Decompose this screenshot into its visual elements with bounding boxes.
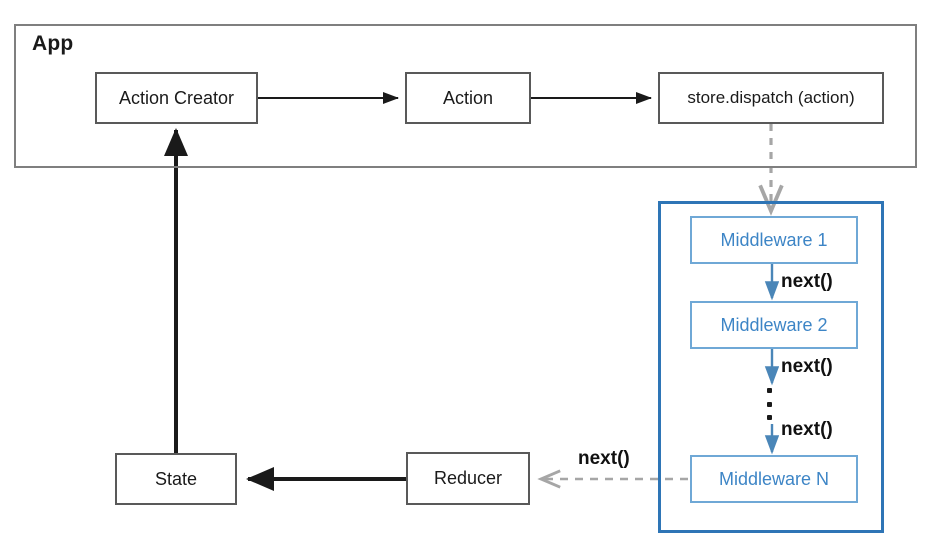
node-middleware-1[interactable]: Middleware 1 <box>690 216 858 264</box>
node-state[interactable]: State <box>115 453 237 505</box>
app-container <box>14 24 917 168</box>
edge-label-next-2: next() <box>781 356 833 377</box>
edge-label-next-1: next() <box>781 271 833 292</box>
node-action[interactable]: Action <box>405 72 531 124</box>
middleware-ellipsis-icon <box>766 388 772 420</box>
app-label: App <box>32 32 74 55</box>
middleware-container <box>658 201 884 533</box>
node-middleware-2[interactable]: Middleware 2 <box>690 301 858 349</box>
edge-label-next-reducer: next() <box>578 448 630 469</box>
node-store-dispatch[interactable]: store.dispatch (action) <box>658 72 884 124</box>
node-action-creator[interactable]: Action Creator <box>95 72 258 124</box>
node-middleware-n[interactable]: Middleware N <box>690 455 858 503</box>
edge-label-next-3: next() <box>781 419 833 440</box>
node-reducer[interactable]: Reducer <box>406 452 530 505</box>
